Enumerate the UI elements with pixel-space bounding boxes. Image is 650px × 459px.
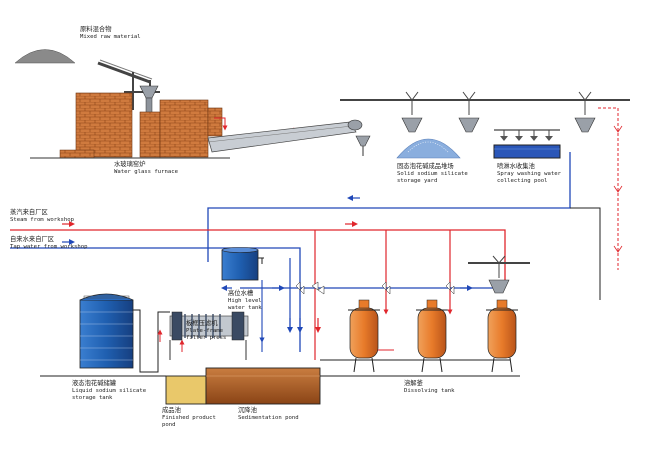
water-pipe [207, 152, 571, 262]
return-line [598, 107, 619, 270]
label-tap-water: 自来水来自厂区 Tap water from workshop [10, 236, 87, 251]
filter-press-cn: 板框压滤机 [186, 320, 218, 327]
liquid-tank-cn: 液态泡花碱储罐 [72, 380, 117, 387]
spray-pool-cn: 喷淋水收集池 [497, 163, 535, 170]
spray-washing-pool [493, 129, 561, 159]
label-furnace: 水玻璃窑炉 Water glass furnace [114, 161, 178, 176]
sediment-pond-en: Sedimentation pond [238, 414, 299, 421]
finished-pond-en2: pond [162, 422, 176, 429]
dissolving-tank [348, 299, 380, 373]
filter-press-en2: filter press [186, 335, 227, 342]
sediment-pond-cn: 沉降池 [238, 407, 257, 414]
steam-en: Steam from workshop [10, 216, 74, 223]
raw-material-cn: 原料混合物 [80, 26, 112, 33]
overhead-crane [340, 91, 630, 115]
label-spray-pool: 喷淋水收集池 Spray washing water collecting po… [497, 163, 561, 186]
raw-material-en: Mixed raw material [80, 33, 141, 40]
plate-frame-filter-press [169, 311, 249, 360]
dissolving-tank [486, 299, 518, 373]
tap-water-en: Tap water from workshop [10, 243, 88, 250]
high-tank-en: High level [228, 297, 262, 304]
steam-cn: 蒸汽来自厂区 [10, 209, 48, 216]
hopper [401, 117, 596, 133]
cooling-channel [214, 117, 299, 133]
liquid-tank-en: Liquid sodium silicate [72, 387, 147, 394]
label-storage-yard: 固态泡花碱成品堆场 Solid sodium silicate storage … [397, 163, 468, 186]
overhead-crane [468, 255, 530, 294]
tap-water-pipe [10, 247, 301, 352]
high-tank-cn: 高位水槽 [228, 290, 254, 297]
finished-product-pond [165, 375, 207, 405]
dissolving-tank-en: Dissolving tank [404, 387, 455, 394]
dissolving-tank [416, 299, 448, 373]
hopper [355, 135, 371, 156]
label-high-tank: 高位水槽 High level water tank [228, 290, 262, 313]
label-liquid-tank: 液态泡花碱储罐 Liquid sodium silicate storage t… [72, 380, 146, 403]
filter-press-en: Plate-frame [186, 327, 224, 334]
high-tank-en2: water tank [228, 305, 262, 312]
label-finished-pond: 成品池 Finished product pond [162, 407, 216, 430]
water-glass-furnace [30, 92, 230, 159]
raw-material-pile [14, 49, 76, 64]
tap-water-cn: 自来水来自厂区 [10, 236, 55, 243]
high-level-water-tank [221, 247, 264, 281]
spray-pool-en2: collecting pool [497, 178, 548, 185]
label-raw-material: 原料混合物 Mixed raw material [80, 26, 141, 41]
liquid-silicate-storage-tank [79, 293, 134, 369]
label-dissolving-tank: 溶解釜 Dissolving tank [404, 380, 455, 395]
process-pipe [570, 207, 601, 300]
furnace-en: Water glass furnace [114, 168, 178, 175]
storage-yard-en2: storage yard [397, 178, 438, 185]
dissolving-tank-cn: 溶解釜 [404, 380, 423, 387]
sedimentation-pond [205, 367, 321, 405]
label-filter-press: 板框压滤机 Plate-frame filter press [186, 320, 226, 343]
label-sediment-pond: 沉降池 Sedimentation pond [238, 407, 299, 422]
label-steam: 蒸汽来自厂区 Steam from workshop [10, 209, 74, 224]
solid-silicate-pile [396, 138, 461, 159]
finished-pond-en: Finished product [162, 414, 216, 421]
storage-yard-cn: 固态泡花碱成品堆场 [397, 163, 454, 170]
steam-pipe [10, 229, 506, 285]
furnace-cn: 水玻璃窑炉 [114, 161, 146, 168]
finished-pond-cn: 成品池 [162, 407, 181, 414]
liquid-tank-en2: storage tank [72, 395, 113, 402]
conveyor-belt [207, 119, 363, 153]
spray-pool-en: Spray washing water [497, 170, 561, 177]
storage-yard-en: Solid sodium silicate [397, 170, 468, 177]
valve [295, 281, 455, 295]
